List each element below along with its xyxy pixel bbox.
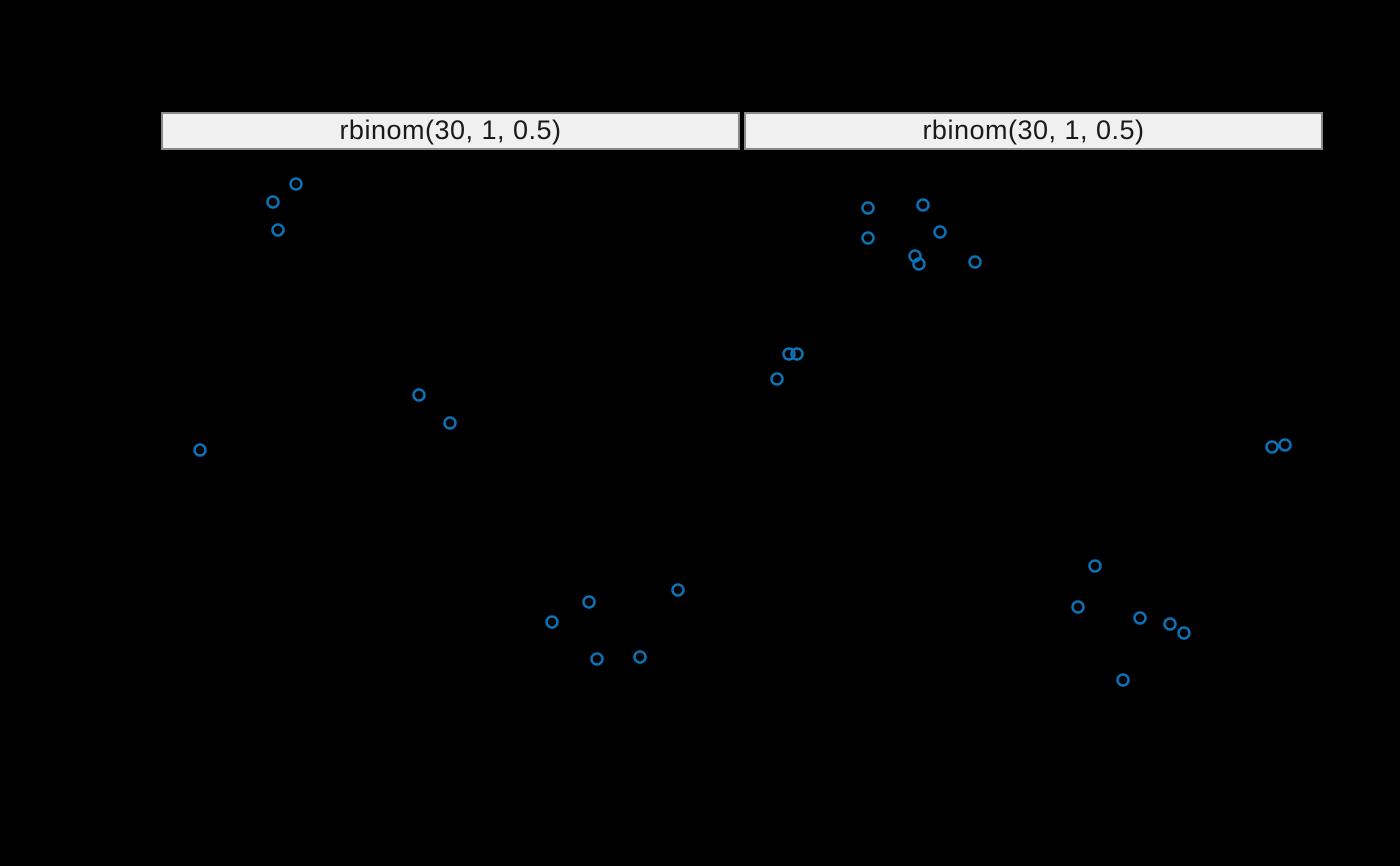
panel-strip-left: rbinom(30, 1, 0.5) xyxy=(161,112,740,150)
data-point xyxy=(770,372,784,386)
data-point xyxy=(1071,600,1085,614)
data-point xyxy=(933,225,947,239)
data-point xyxy=(1265,440,1279,454)
data-point xyxy=(193,443,207,457)
data-point xyxy=(289,177,303,191)
data-point xyxy=(443,416,457,430)
data-point xyxy=(633,650,647,664)
data-point xyxy=(1177,626,1191,640)
panel-strip-right-label: rbinom(30, 1, 0.5) xyxy=(922,115,1145,145)
data-point xyxy=(266,195,280,209)
data-point xyxy=(545,615,559,629)
data-point xyxy=(916,198,930,212)
data-point xyxy=(271,223,285,237)
data-point xyxy=(1133,611,1147,625)
data-point xyxy=(790,347,804,361)
data-point xyxy=(968,255,982,269)
data-point xyxy=(1163,617,1177,631)
data-point xyxy=(671,583,685,597)
data-point xyxy=(582,595,596,609)
panel-strip-left-label: rbinom(30, 1, 0.5) xyxy=(339,115,562,145)
data-point xyxy=(412,388,426,402)
data-point xyxy=(861,231,875,245)
data-point xyxy=(782,347,796,361)
data-point xyxy=(1116,673,1130,687)
data-point xyxy=(1088,559,1102,573)
data-point xyxy=(861,201,875,215)
panel-strip-right: rbinom(30, 1, 0.5) xyxy=(744,112,1323,150)
data-point xyxy=(1278,438,1292,452)
data-point xyxy=(912,257,926,271)
data-point xyxy=(590,652,604,666)
